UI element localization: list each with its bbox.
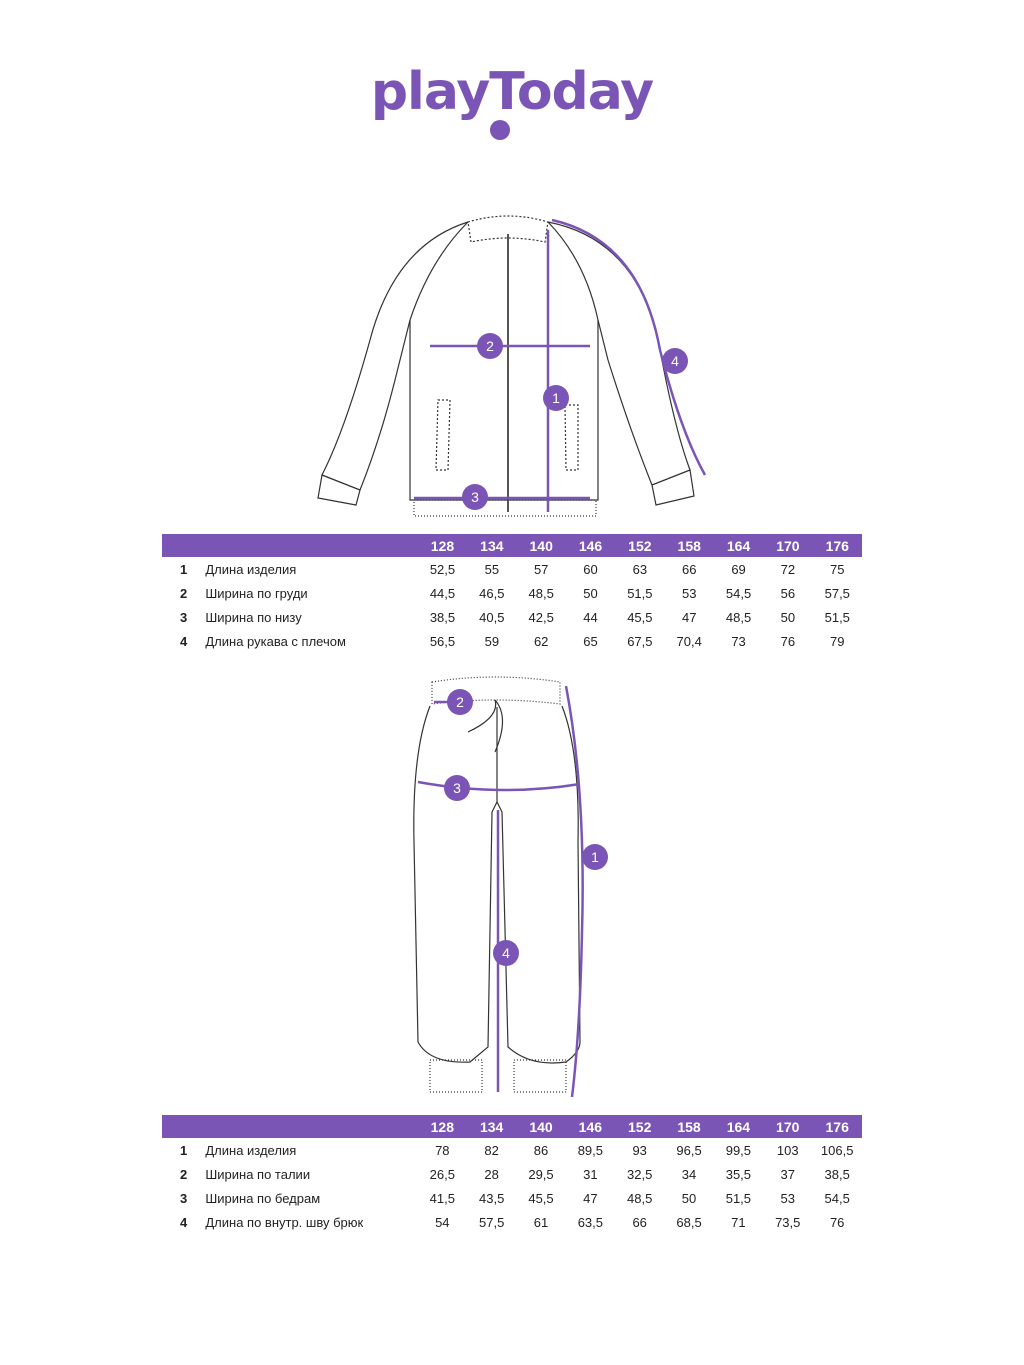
size-header: 128	[417, 1115, 467, 1138]
table-row: 3 Ширина по низу 38,5 40,5 42,5 44 45,5 …	[180, 609, 850, 625]
size-header: 158	[664, 1115, 714, 1138]
size-header: 158	[664, 534, 714, 557]
jacket-marker-1: 1	[552, 390, 560, 406]
jacket-size-table: 128 134 140 146 152 158 164 170 176 1 Дл…	[162, 534, 862, 653]
table-row: 4 Длина по внутр. шву брюк 54 57,5 61 63…	[180, 1214, 845, 1230]
size-header: 176	[812, 534, 862, 557]
pants-marker-2: 2	[456, 694, 464, 710]
pants-drawing: 2 3 1 4	[413, 676, 608, 1098]
size-header: 170	[763, 1115, 813, 1138]
brand-logo: playToday	[0, 62, 1024, 152]
size-header: 170	[763, 534, 813, 557]
size-header: 176	[812, 1115, 862, 1138]
jacket-marker-3: 3	[471, 489, 479, 505]
jacket-marker-4: 4	[671, 353, 679, 369]
size-header: 146	[565, 534, 616, 557]
size-header: 164	[713, 534, 764, 557]
pants-size-table: 128 134 140 146 152 158 164 170 176 1 Дл…	[162, 1115, 862, 1234]
size-header: 140	[516, 534, 566, 557]
size-header: 140	[516, 1115, 566, 1138]
size-header: 152	[615, 1115, 665, 1138]
table-row: 1 Длина изделия 78 82 86 89,5 93 96,5 99…	[180, 1142, 854, 1158]
brand-name: playToday	[370, 62, 654, 122]
brand-dot-icon	[490, 120, 510, 140]
jacket-drawing: 2 1 3 4	[317, 215, 707, 517]
size-header: 134	[467, 534, 517, 557]
size-header: 164	[713, 1115, 764, 1138]
size-header: 128	[417, 534, 468, 557]
pants-size-header: 128 134 140 146 152 158 164 170 176	[162, 1115, 862, 1138]
size-header: 146	[565, 1115, 616, 1138]
table-row: 2 Ширина по талии 26,5 28 29,5 31 32,5 3…	[180, 1166, 850, 1182]
table-row: 3 Ширина по бедрам 41,5 43,5 45,5 47 48,…	[180, 1190, 850, 1206]
size-header: 134	[466, 1115, 517, 1138]
jacket-marker-2: 2	[486, 338, 494, 354]
jacket-size-header: 128 134 140 146 152 158 164 170 176	[162, 534, 862, 557]
pants-marker-4: 4	[502, 945, 510, 961]
pants-marker-1: 1	[591, 849, 599, 865]
table-row: 4 Длина рукава с плечом 56,5 59 62 65 67…	[180, 633, 845, 649]
table-row: 2 Ширина по груди 44,5 46,5 48,5 50 51,5…	[180, 585, 850, 601]
size-header: 152	[615, 534, 665, 557]
table-row: 1 Длина изделия 52,5 55 57 60 63 66 69 7…	[180, 561, 845, 577]
pants-marker-3: 3	[453, 780, 461, 796]
